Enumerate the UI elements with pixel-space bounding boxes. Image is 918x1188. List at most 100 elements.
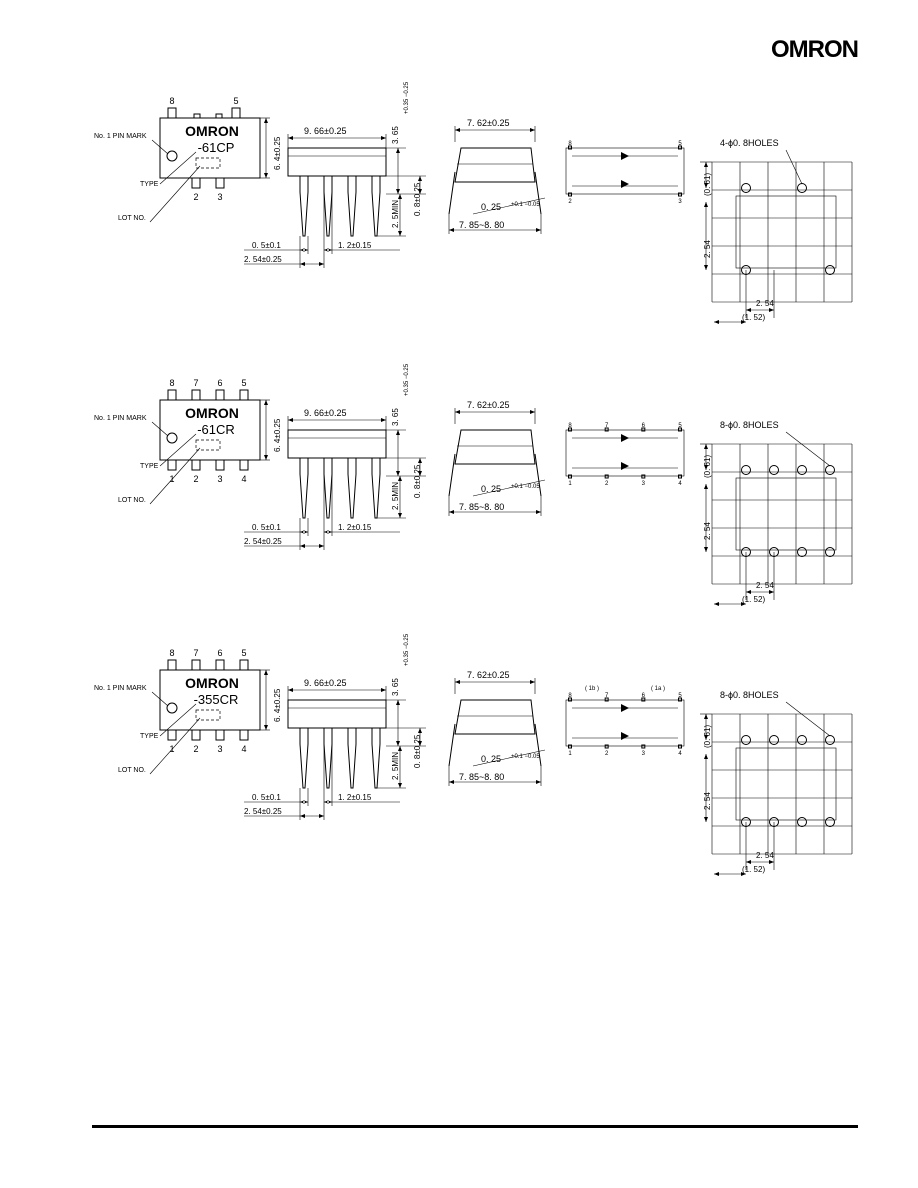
leader — [159, 703, 197, 737]
dim-lead-body: 1. 2±0.15 — [338, 241, 372, 250]
type-label: TYPE — [140, 181, 159, 188]
type-code: -355CR — [194, 692, 239, 707]
dim-lead-tol: +0.1 −0.05 — [511, 202, 540, 208]
pcb-edge: (1. 52) — [742, 595, 765, 604]
top-lead — [239, 659, 249, 671]
dim-height: 3. 65 — [391, 678, 400, 696]
bottom-lead — [167, 729, 177, 741]
schematic-pin-label: 7 — [605, 423, 609, 429]
pin-number-bottom: 4 — [241, 744, 246, 754]
pin-number-top: 7 — [193, 378, 198, 388]
schematic-pin — [678, 145, 682, 150]
mosfet-symbol — [621, 704, 629, 712]
leader — [159, 151, 197, 185]
lead-side — [299, 175, 309, 237]
pin-mark-label: No. 1 PIN MARK — [94, 133, 147, 140]
dim-width: 6. 4±0.25 — [273, 136, 282, 170]
dimension-arrows — [396, 430, 400, 476]
schematic-pin-label: 6 — [642, 693, 646, 699]
dimension-arrows — [396, 700, 400, 746]
package-body-side — [287, 147, 387, 177]
type-code: -61CP — [198, 140, 235, 155]
dimension-arrows — [418, 176, 422, 194]
bottom-lead — [215, 729, 225, 741]
leader — [151, 421, 169, 437]
lead-side — [347, 175, 357, 237]
schematic-pin — [568, 427, 572, 432]
dimension-arrows — [300, 544, 324, 548]
dim-pitch: 2. 54±0.25 — [244, 255, 282, 264]
schematic-pin-label: 5 — [678, 423, 682, 429]
leader — [149, 447, 201, 505]
schematic-pin — [641, 474, 646, 479]
lead-end-left — [448, 453, 456, 497]
pcb-hole — [797, 735, 807, 745]
schematic-pin-label: 8 — [568, 423, 572, 429]
dim-lead-width: 0. 5±0.1 — [252, 523, 281, 532]
pin-number-top: 8 — [169, 648, 174, 658]
dim-span: 7. 85~8. 80 — [459, 502, 504, 512]
dimension-arrows — [418, 458, 422, 476]
dimension-arrows — [300, 530, 308, 534]
bottom-lead — [191, 729, 201, 741]
lead-side — [323, 727, 333, 789]
schematic-pin — [604, 474, 609, 479]
schematic-pin — [568, 697, 572, 702]
dim-width: 6. 4±0.25 — [273, 418, 282, 452]
schematic-pin-label: 5 — [678, 141, 682, 147]
type-label: TYPE — [140, 463, 159, 470]
schematic-pin-label: 4 — [678, 751, 682, 757]
bottom-lead — [239, 729, 249, 741]
pin-number-top: 5 — [241, 378, 246, 388]
top-lead — [191, 659, 201, 671]
dim-standoff: 0. 8±0.25 — [413, 182, 422, 216]
pin1-mark — [166, 702, 178, 714]
schematic-pin — [568, 474, 572, 479]
type-label: TYPE — [140, 733, 159, 740]
dimension-arrows — [398, 746, 402, 788]
lead-end-right — [534, 723, 542, 767]
pcb-pitch-horizontal: 2. 54 — [756, 299, 774, 308]
leader — [159, 433, 197, 467]
schematic-pin-label: 3 — [642, 751, 646, 757]
omron-logo: OMRON — [771, 36, 859, 63]
dim-height-tol: +0.35 −0.25 — [404, 633, 410, 666]
leader — [785, 701, 831, 737]
pcb-hole — [741, 735, 751, 745]
dim-row-spacing: 7. 62±0.25 — [467, 400, 509, 410]
dimension-arrows — [418, 728, 422, 746]
package-body-side — [287, 699, 387, 729]
pcb-pitch-vertical: 2. 54 — [703, 792, 712, 810]
chip-logo: OMRON — [185, 405, 239, 421]
leader — [151, 139, 169, 155]
pin-number-bottom: 2 — [193, 744, 198, 754]
lead-end-left — [448, 723, 456, 767]
footer-rule — [92, 1125, 858, 1128]
pcb-hole — [797, 547, 807, 557]
package-body-end — [454, 147, 536, 183]
pin-mark-label: No. 1 PIN MARK — [94, 685, 147, 692]
lot-box — [195, 709, 221, 721]
leader — [149, 165, 201, 223]
schematic-pin-label: 2 — [568, 199, 572, 205]
pin1-mark — [166, 150, 178, 162]
pin-number-bottom: 2 — [193, 474, 198, 484]
pcb-pitch-horizontal: 2. 54 — [756, 851, 774, 860]
pcb-edge: (1. 52) — [742, 313, 765, 322]
package-body-top — [159, 117, 261, 179]
pcb-holes-label: 8-ϕ0. 8HOLES — [720, 690, 779, 700]
lead-side — [347, 457, 357, 519]
pin-mark-label: No. 1 PIN MARK — [94, 415, 147, 422]
pcb-offset: (0. 61) — [703, 725, 712, 748]
dim-lead-tol: +0.1 −0.05 — [511, 484, 540, 490]
schematic-pin — [641, 697, 646, 702]
pcb-offset: (0. 61) — [703, 173, 712, 196]
dim-lead-tol: +0.1 −0.05 — [511, 754, 540, 760]
pcb-pitch-vertical: 2. 54 — [703, 240, 712, 258]
dim-lead-width: 0. 5±0.1 — [252, 241, 281, 250]
leader — [785, 149, 803, 185]
lot-label: LOT NO. — [118, 767, 146, 774]
lead-end-right — [534, 453, 542, 497]
